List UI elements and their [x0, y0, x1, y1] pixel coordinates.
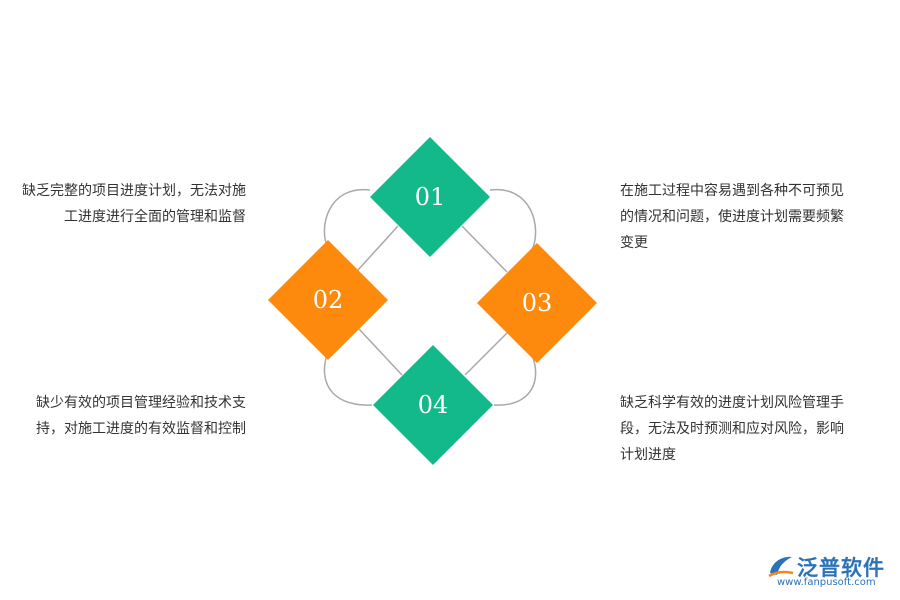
logo-url: www.fanpusoft.com: [777, 577, 876, 588]
connector-line: [493, 354, 537, 406]
logo-icon: [768, 556, 794, 578]
diamond-01-number: 01: [415, 183, 446, 211]
diamond-02-shape: [268, 240, 388, 360]
connector-line: [461, 225, 508, 273]
connector-line: [357, 225, 399, 271]
note-02: 缺少有效的项目管理经验和技术支持，对施工进度的有效监督和控制: [36, 395, 246, 437]
diamond-03-number: 03: [522, 289, 553, 317]
note-01: 缺乏完整的项目进度计划，无法对施工进度进行全面的管理和监督: [22, 183, 246, 225]
diamond-01: 01: [370, 137, 490, 257]
connector-line: [357, 327, 403, 376]
logo-name: 泛普软件: [797, 556, 885, 580]
connector-line: [323, 189, 371, 249]
diamond-01-shape: [370, 137, 490, 257]
connector-lines: [323, 189, 537, 406]
diamond-04-shape: [373, 345, 493, 465]
connector-line: [323, 351, 373, 406]
note-04: 缺乏科学有效的进度计划风险管理手段，无法及时预测和应对风险，影响计划进度: [620, 395, 844, 463]
logo: 泛普软件 www.fanpusoft.com: [767, 551, 893, 591]
connector-line: [489, 189, 537, 251]
diamond-04: 04: [373, 345, 493, 465]
note-03: 在施工过程中容易遇到各种不可预见的情况和问题，使进度计划需要频繁变更: [620, 183, 844, 251]
diamond-02: 02: [268, 240, 388, 360]
diamond-04-number: 04: [418, 391, 449, 419]
diamond-02-number: 02: [313, 286, 344, 314]
diamond-03-shape: [477, 243, 597, 363]
diamond-03: 03: [477, 243, 597, 363]
connector-line: [464, 332, 508, 376]
